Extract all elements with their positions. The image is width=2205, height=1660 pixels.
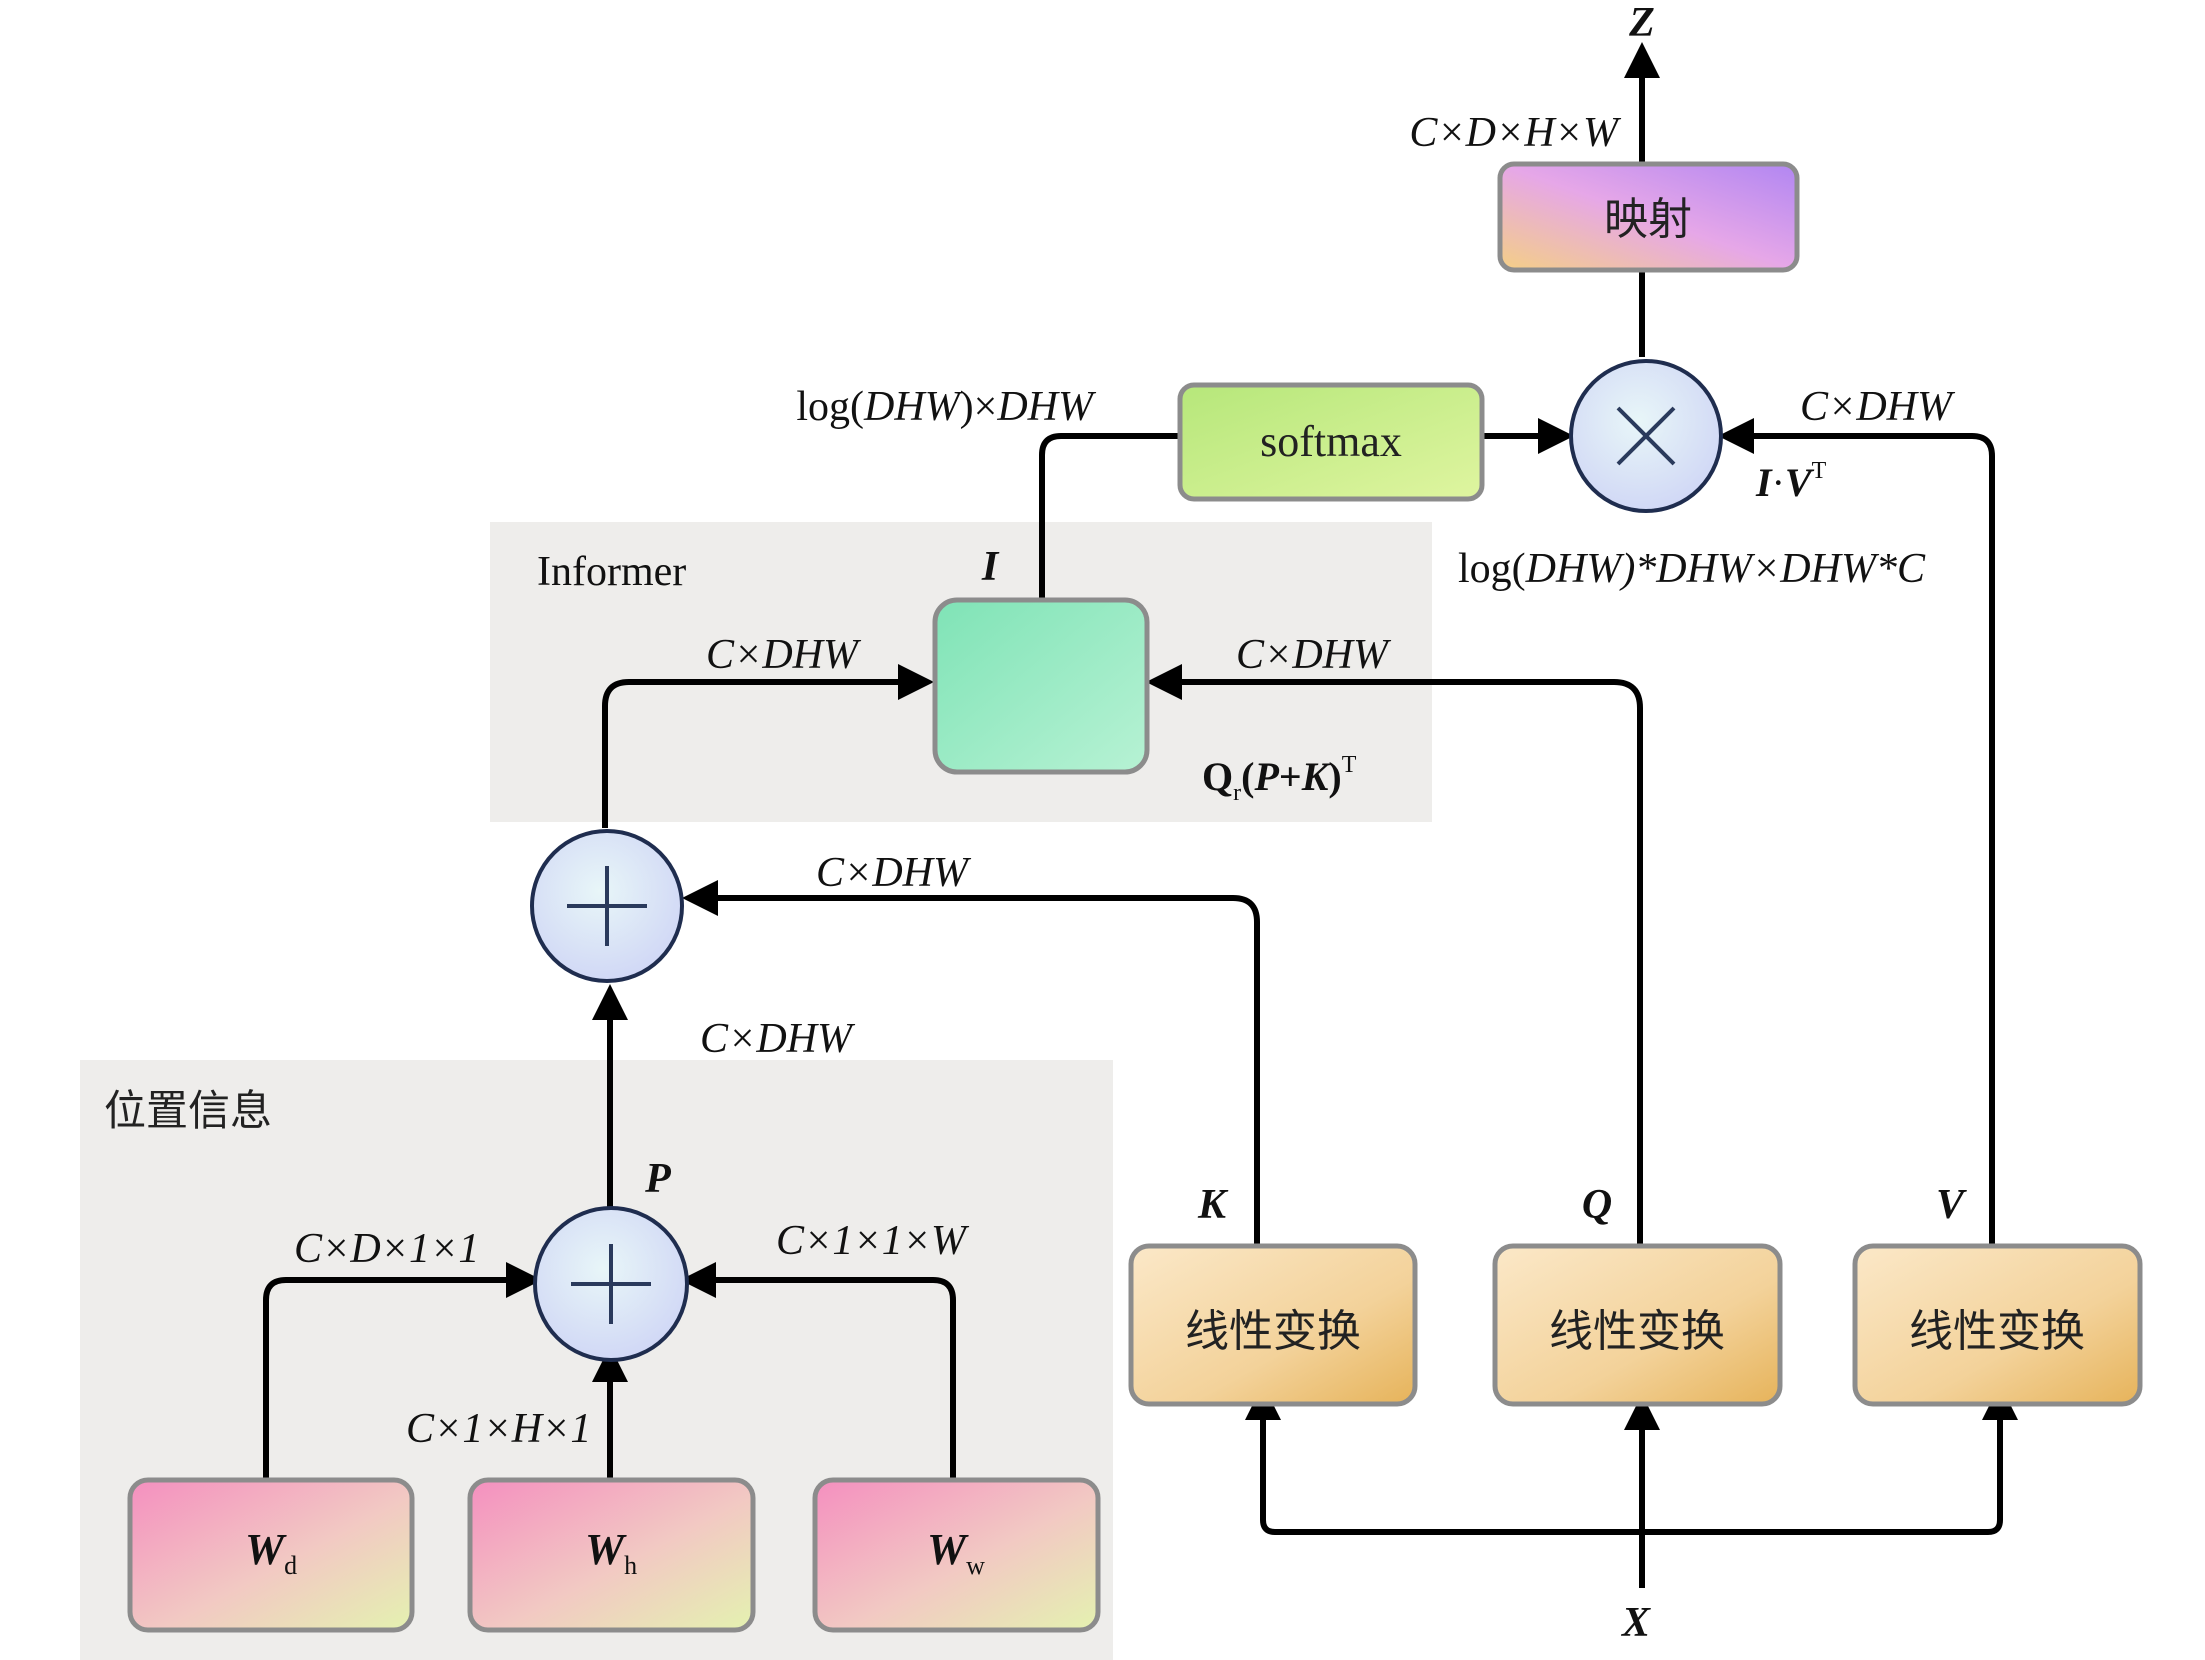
arrow-ww-to-p [680, 1262, 956, 1478]
mapping-label: 映射 [1604, 194, 1692, 245]
formula-qpk-a: Q [1202, 754, 1233, 799]
softmax-label: softmax [1260, 417, 1402, 466]
formula-iv-a: I [1755, 460, 1773, 505]
dim-softmax-in: log(DHW)×DHW [796, 384, 1097, 430]
formula-qpk-c: P [1253, 754, 1279, 799]
ww-sub: w [966, 1551, 985, 1580]
input-x-label: X [1620, 1600, 1651, 1646]
formula-iv: I·VT [1755, 458, 1827, 505]
wd-base: W [245, 1525, 287, 1574]
dim-multiply-product-a: log( [1458, 546, 1526, 592]
dim-multiply-product: log(DHW)*DHW×DHW*C [1458, 546, 1926, 592]
p-label: P [644, 1156, 671, 1202]
wd-block [127, 1477, 415, 1633]
softmax-block [1177, 382, 1485, 502]
ww-block [812, 1477, 1101, 1633]
linear-transform-v-label: 线性变换 [1909, 1306, 2085, 1357]
dim-k-to-sum: C×DHW [816, 850, 972, 896]
wire-informer-to-softmax [1039, 433, 1180, 600]
linear-transform-v [1852, 1243, 2143, 1407]
arrow-k-to-sum [682, 880, 1260, 1244]
dim-softmax-in-c: )× [960, 384, 998, 430]
dim-multiply-product-c: )*DHW×DHW*C [1619, 546, 1926, 592]
linear-transform-q [1492, 1243, 1783, 1407]
dim-ww-in: C×1×1×W [776, 1218, 970, 1264]
wd-sub: d [284, 1551, 297, 1580]
dim-v-to-multiply: C×DHW [1800, 384, 1956, 430]
arrow-v-to-multiply [1718, 418, 1995, 1244]
plus-icon [567, 866, 647, 946]
dim-sum-to-informer: C×DHW [706, 632, 862, 678]
dim-wd-in: C×D×1×1 [294, 1226, 479, 1272]
dim-softmax-in-a: log( [796, 384, 864, 430]
k-label: K [1197, 1182, 1229, 1228]
linear-transform-k-label: 线性变换 [1185, 1306, 1361, 1357]
position-info-region-label: 位置信息 [104, 1086, 272, 1135]
ww-label: Ww [927, 1525, 985, 1580]
linear-transform-k [1128, 1243, 1418, 1407]
dim-q-to-informer: C×DHW [1236, 632, 1392, 678]
formula-iv-dot: · [1772, 460, 1785, 505]
multiply-icon [1616, 406, 1676, 466]
formula-qpk-b: ( [1241, 754, 1254, 799]
arrow-sum-to-informer [602, 664, 934, 828]
wd-label: Wd [245, 1525, 297, 1580]
output-z-label: Z [1628, 0, 1655, 46]
formula-qpk-d: + [1279, 754, 1302, 799]
position-sum-node [533, 1206, 689, 1362]
formula-iv-sup: T [1812, 458, 1827, 484]
mapping-block [1497, 161, 1800, 273]
sum-node [530, 829, 684, 983]
arrow-wd-to-p [263, 1262, 542, 1478]
q-label: Q [1582, 1182, 1612, 1228]
dim-p-to-sum: C×DHW [700, 1016, 856, 1062]
plus-icon [571, 1244, 651, 1324]
ww-base: W [927, 1525, 969, 1574]
wh-label: Wh [585, 1525, 637, 1580]
informer-attention-block [932, 597, 1150, 775]
i-label: I [981, 544, 1000, 590]
dim-softmax-in-b: DHW [863, 384, 964, 430]
linear-transform-q-label: 线性变换 [1549, 1306, 1725, 1357]
wire-x-bus [1260, 1412, 2003, 1535]
dim-wh-in: C×1×H×1 [406, 1406, 591, 1452]
wh-base: W [585, 1525, 627, 1574]
formula-qpk: Qr(P+K)T [1202, 752, 1357, 806]
formula-qpk-e: K [1301, 754, 1331, 799]
arrow-q-to-informer [1146, 664, 1643, 1244]
informer-region-label: Informer [537, 549, 686, 595]
formula-iv-b: V [1785, 460, 1815, 505]
formula-qpk-sub: r [1233, 780, 1241, 806]
v-label: V [1936, 1182, 1967, 1228]
dim-softmax-in-d: DHW [996, 384, 1097, 430]
formula-qpk-sup: T [1342, 752, 1357, 778]
wh-block [467, 1477, 756, 1633]
dim-multiply-product-b: DHW [1525, 546, 1626, 592]
multiply-node [1569, 359, 1723, 513]
wh-sub: h [624, 1551, 637, 1580]
formula-qpk-f: ) [1328, 754, 1341, 799]
dim-z-in: C×D×H×W [1409, 110, 1622, 156]
